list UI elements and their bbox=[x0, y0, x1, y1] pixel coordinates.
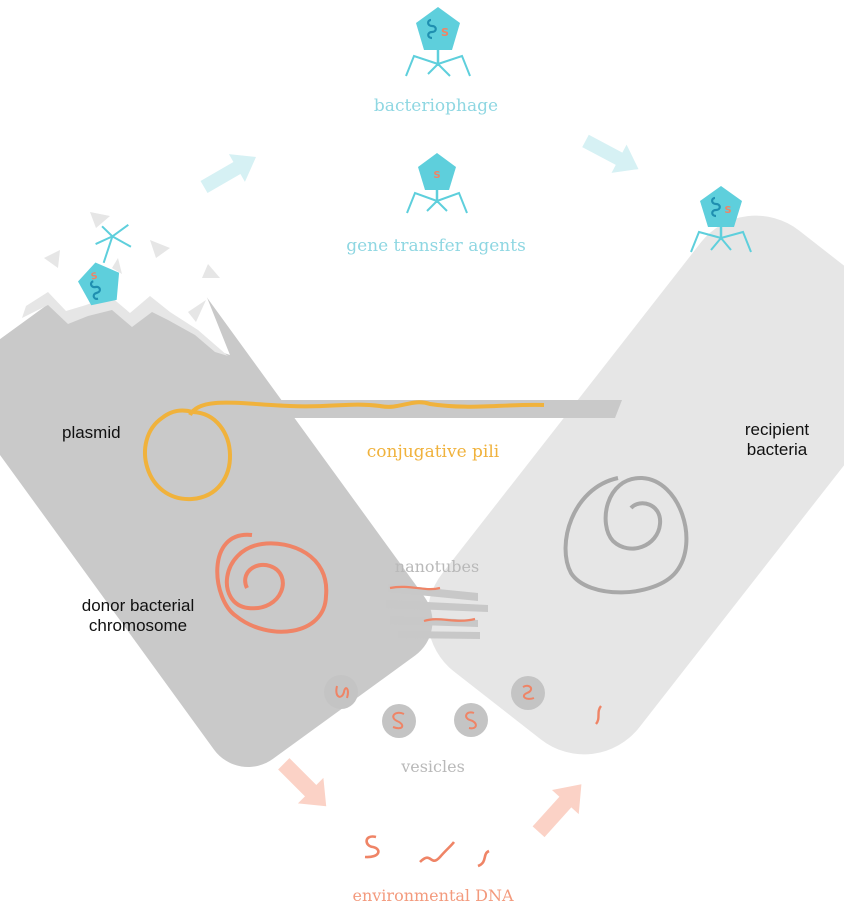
debris-fragment bbox=[202, 264, 220, 278]
arrow-environment-to-recipient bbox=[532, 784, 582, 838]
vesicle bbox=[511, 676, 545, 710]
svg-text:S: S bbox=[724, 205, 731, 216]
gene-transfer-agent-icon: S bbox=[406, 153, 468, 214]
recipient-chromosome bbox=[563, 475, 689, 595]
environmental-dna-fragment bbox=[364, 835, 380, 859]
bacteriophage-icon: S bbox=[78, 224, 132, 306]
pilus-dna bbox=[188, 400, 545, 417]
arrow-phage-to-recipient bbox=[582, 134, 639, 173]
label-nanotubes: nanotubes bbox=[394, 557, 480, 576]
plasmid bbox=[143, 408, 232, 502]
cell-wall-fragment bbox=[188, 300, 206, 322]
arrow-donor-to-phage bbox=[200, 154, 256, 194]
nanotube-dna bbox=[423, 617, 476, 623]
label-donor-line2: chromosome bbox=[88, 616, 188, 635]
label-plasmid: plasmid bbox=[62, 423, 121, 442]
recipient-cell bbox=[427, 215, 844, 755]
label-gene-transfer-agents: gene transfer agents bbox=[346, 236, 526, 256]
donor-chromosome bbox=[215, 532, 329, 634]
svg-text:S: S bbox=[433, 170, 440, 181]
cell-wall-fragment bbox=[112, 258, 122, 274]
conjugative-pilus bbox=[262, 400, 622, 418]
bacteriophage-icon: S bbox=[405, 7, 471, 77]
debris-fragment bbox=[90, 212, 110, 228]
label-bacteriophage: bacteriophage bbox=[373, 96, 499, 116]
label-conjugative-pili: conjugative pili bbox=[366, 442, 500, 462]
bacteriophage-icon: S bbox=[690, 186, 752, 253]
debris-fragment bbox=[44, 250, 60, 268]
label-recipient-bacteria: recipient bacteria bbox=[745, 420, 809, 460]
label-donor-chromosome: donor bacterial chromosome bbox=[82, 596, 194, 636]
nanotube-dna bbox=[389, 585, 441, 591]
svg-text:S: S bbox=[90, 271, 98, 282]
label-donor-line1: donor bacterial bbox=[81, 596, 195, 615]
label-recipient-line1: recipient bbox=[744, 420, 810, 439]
label-vesicles: vesicles bbox=[401, 757, 465, 776]
debris-fragment bbox=[150, 240, 170, 258]
svg-text:S: S bbox=[441, 26, 449, 39]
label-recipient-line2: bacteria bbox=[746, 440, 808, 459]
donor-cell bbox=[0, 242, 433, 768]
cell-wall-fragment bbox=[22, 292, 228, 356]
vesicle bbox=[382, 704, 416, 738]
nanotubes bbox=[386, 584, 488, 639]
environmental-dna-fragment bbox=[477, 849, 490, 868]
vesicle bbox=[324, 675, 358, 709]
label-environmental-dna: environmental DNA bbox=[352, 886, 514, 905]
vesicle bbox=[454, 703, 488, 737]
arrow-donor-to-environment bbox=[278, 758, 327, 807]
dna-fragment bbox=[595, 705, 602, 725]
environmental-dna-fragment bbox=[419, 841, 456, 863]
